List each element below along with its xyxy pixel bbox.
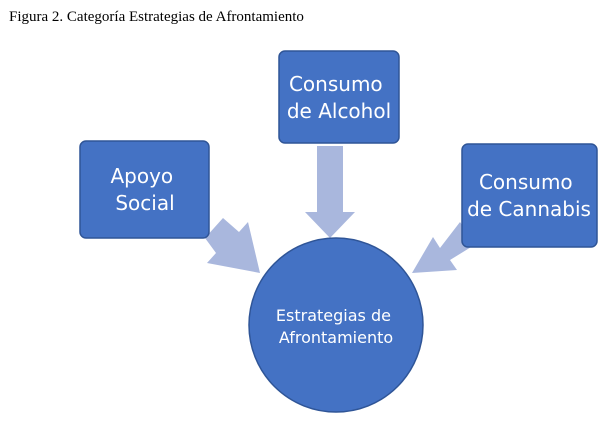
- center-circle: Estrategias de Afrontamiento: [248, 237, 424, 413]
- svg-text:Consumo de Cannabis: Consumo de Cannabis: [467, 170, 591, 221]
- svg-text:Estrategias de Afrontami: Estrategias de Afrontamiento: [276, 306, 396, 347]
- box-consumo-cannabis: Consumo de Cannabis: [461, 143, 598, 248]
- box-consumo-cannabis-line-2: de Cannabis: [467, 197, 591, 221]
- svg-text:Consumo de Alcohol: Consumo de Alcohol: [287, 72, 391, 123]
- center-label-line-1: Estrategias de: [276, 306, 391, 325]
- box-apoyo-social-line-2: Social: [115, 191, 174, 215]
- center-label-line-2: Afrontamiento: [279, 328, 393, 347]
- box-apoyo-social: Apoyo Social: [79, 140, 210, 239]
- box-apoyo-social-line-1: Apoyo: [110, 164, 173, 188]
- svg-text:Apoyo Social: Apoyo Social: [110, 164, 179, 215]
- box-consumo-alcohol: Consumo de Alcohol: [278, 50, 400, 144]
- arrow-alcohol-to-center: [305, 146, 355, 238]
- figure-caption: Figura 2. Categoría Estrategias de Afron…: [9, 9, 304, 25]
- box-consumo-cannabis-line-1: Consumo: [479, 170, 573, 194]
- arrow-apoyo-to-center: [205, 218, 260, 273]
- box-consumo-alcohol-line-1: Consumo: [289, 72, 383, 96]
- box-consumo-alcohol-line-2: de Alcohol: [287, 99, 391, 123]
- arrow-cannabis-to-center: [412, 222, 476, 273]
